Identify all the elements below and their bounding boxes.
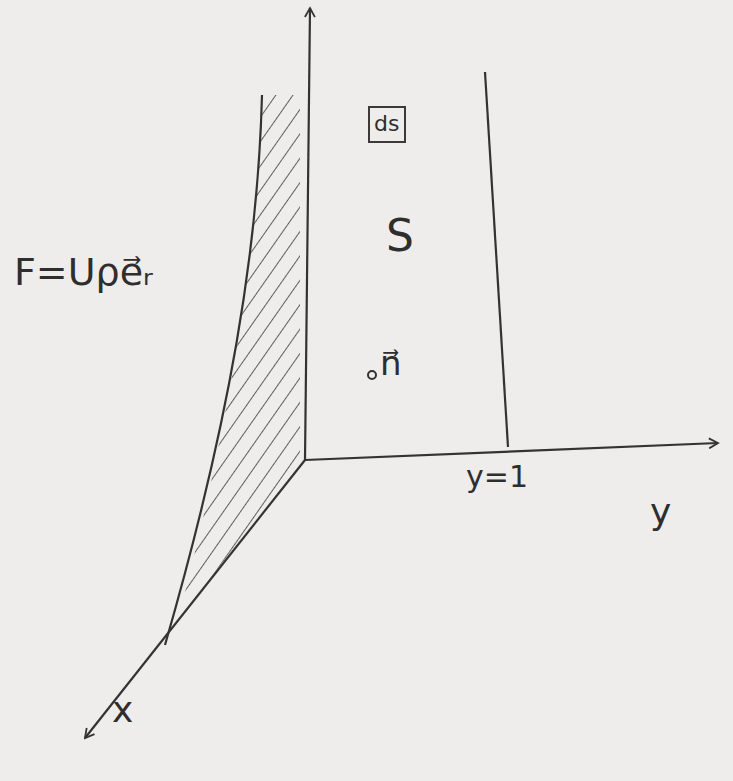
normal-base-dot: [368, 371, 376, 379]
plane-edge: [485, 72, 508, 447]
axis-label: x: [112, 690, 133, 730]
surface-edge: [165, 95, 262, 645]
plane-position-label: y=1: [466, 460, 528, 493]
normal-vector-label: n⃗: [380, 345, 402, 382]
axis-label: y: [650, 492, 671, 532]
force-field-label: F=Uρe⃗ᵣ: [14, 252, 153, 294]
z-axis: [305, 8, 310, 460]
y-axis: [305, 443, 718, 460]
area-element-box: ds: [368, 106, 406, 143]
surface-name: S: [386, 212, 414, 260]
node-text: ds: [374, 112, 399, 136]
x-axis: [85, 460, 305, 738]
hatched-surface: [178, 95, 300, 620]
